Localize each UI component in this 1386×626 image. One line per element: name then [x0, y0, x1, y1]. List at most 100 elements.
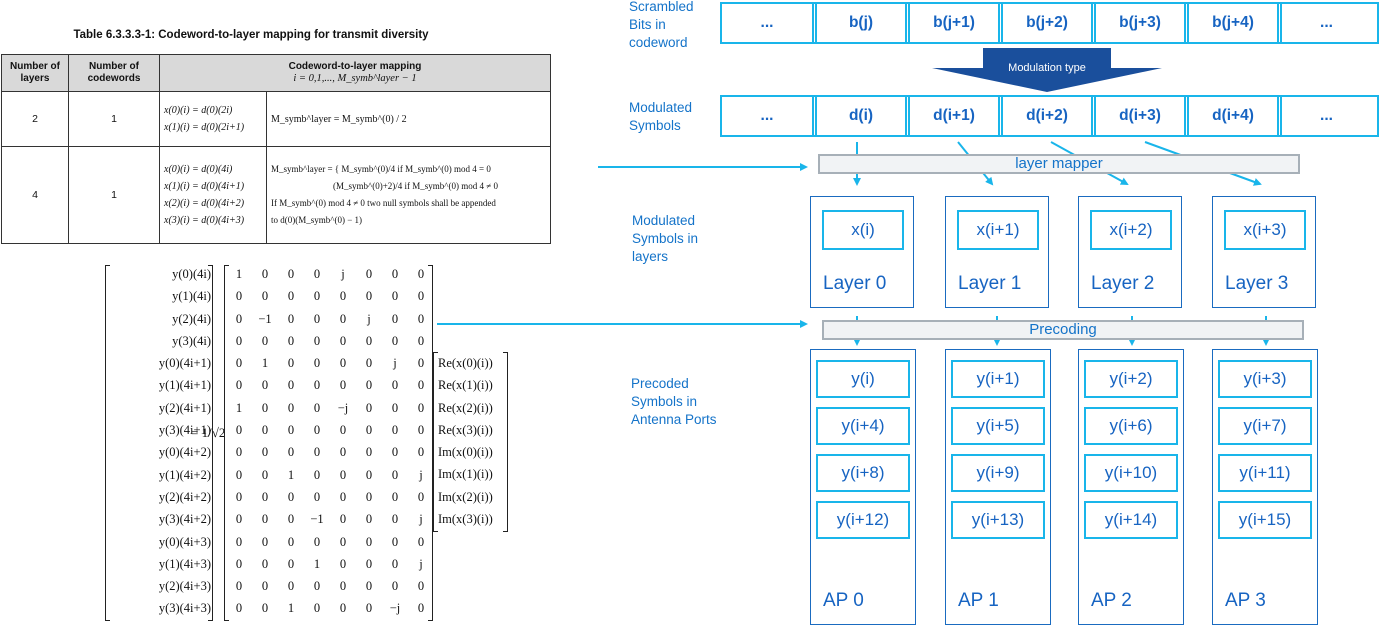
input-vector: Re(x(0)(i))Re(x(1)(i))Re(x(2)(i))Re(x(3)…: [438, 352, 508, 530]
matrix-cell: 0: [313, 467, 321, 482]
matrix-cell: 0: [365, 512, 373, 527]
matrix-cell: 0: [313, 400, 321, 415]
matrix-cell: 0: [339, 311, 347, 326]
output-vector: y(0)(4i)y(1)(4i)y(2)(4i)y(3)(4i)y(0)(4i+…: [105, 263, 211, 620]
matrix-cell: 0: [287, 378, 295, 393]
matrix-cell: 0: [313, 534, 321, 549]
matrix-cell: 0: [235, 289, 243, 304]
matrix-cell: 0: [313, 356, 321, 371]
matrix-cell: 0: [365, 534, 373, 549]
vector-entry: y(2)(4i+2): [158, 489, 211, 504]
label-modulated-symbols: Modulated Symbols: [629, 100, 693, 133]
matrix-cell: 0: [235, 423, 243, 438]
matrix-cell: 0: [417, 267, 425, 281]
vector-entry: y(3)(4i): [172, 333, 211, 348]
bit-cell: b(j+3): [1091, 4, 1184, 42]
layer-symbol: x(i+1): [957, 210, 1039, 250]
layer-name: Layer 2: [1091, 273, 1155, 294]
table-title: Table 6.3.3.3-1: Codeword-to-layer mappi…: [73, 29, 429, 41]
equation: x(0)(i) = d(0)(2i): [164, 105, 233, 116]
port-symbol: y(i+5): [951, 407, 1045, 445]
matrix-cell: 1: [287, 601, 295, 616]
matrix-cell: 1: [235, 400, 243, 415]
matrix-cell: 0: [365, 489, 373, 504]
bit-cell: ...: [760, 14, 774, 31]
symbol-cell: ...: [760, 107, 774, 124]
bit-cell: b(j+4): [1184, 4, 1277, 42]
header-mapping: Codeword-to-layer mapping i = 0,1,..., M…: [159, 54, 551, 92]
matrix-cell: 0: [261, 556, 269, 571]
matrix-cell: 0: [313, 601, 321, 616]
layer-symbol: x(i): [822, 210, 904, 250]
port-symbol: y(i): [816, 360, 910, 398]
label-symbols-in-layers: Modulated Symbols in layers: [632, 213, 699, 264]
vector-entry: Im(x(2)(i)): [438, 489, 493, 504]
matrix-cell: 0: [261, 400, 269, 415]
vector-entry: y(1)(4i+1): [158, 378, 211, 393]
matrix-cell: 0: [391, 579, 399, 594]
matrix-cell: 0: [339, 333, 347, 348]
table-row: 4 1 x(0)(i) = d(0)(4i) x(1)(i) = d(0)(4i…: [1, 146, 551, 244]
matrix-cell: 0: [365, 333, 373, 348]
matrix-cell: 0: [235, 378, 243, 393]
vector-entry: y(0)(4i+1): [158, 356, 211, 371]
matrix-cell: 0: [235, 467, 243, 482]
codeword-layer-table: Number of layers Number of codewords Cod…: [1, 54, 551, 244]
matrix-cell: 0: [261, 467, 269, 482]
port-symbol: y(i+8): [816, 454, 910, 492]
matrix-cell: 0: [365, 423, 373, 438]
equation: M_symb^layer = M_symb^(0) / 2: [271, 113, 407, 125]
equation: x(1)(i) = d(0)(2i+1): [164, 122, 245, 133]
matrix-cell: 0: [391, 534, 399, 549]
layer-symbol: x(i+2): [1090, 210, 1172, 250]
matrix-cell: 0: [235, 579, 243, 594]
matrix-cell: j: [419, 556, 423, 571]
matrix-cell: 0: [417, 289, 425, 304]
matrix-cell: 0: [287, 423, 295, 438]
matrix-cell: 0: [391, 311, 399, 326]
matrix-cell: 0: [261, 512, 269, 527]
matrix-cell: 0: [417, 333, 425, 348]
port-symbol: y(i+7): [1218, 407, 1312, 445]
matrix-cell: 0: [339, 489, 347, 504]
matrix-cell: 1: [235, 267, 243, 281]
port-symbol: y(i+13): [951, 501, 1045, 539]
matrix-cell: 0: [365, 356, 373, 371]
matrix-cell: 0: [417, 445, 425, 460]
bit-cell: b(j+1): [905, 4, 998, 42]
matrix-cell: j: [367, 311, 371, 326]
equation: x(1)(i) = d(0)(4i+1): [164, 181, 245, 192]
port-symbol: y(i+15): [1218, 501, 1312, 539]
port-symbol: y(i+11): [1218, 454, 1312, 492]
matrix-cell: 1: [313, 556, 321, 571]
equation: x(2)(i) = d(0)(4i+2): [164, 198, 245, 209]
matrix-cell: j: [419, 512, 423, 527]
matrix-cell: 0: [313, 579, 321, 594]
equation: to d(0)(M_symb^(0) − 1): [271, 215, 363, 225]
matrix-cell: 0: [235, 333, 243, 348]
layer-box: x(i+2) Layer 2: [1078, 196, 1182, 308]
equation: x(0)(i) = d(0)(4i): [164, 164, 233, 175]
cell-equations: x(0)(i) = d(0)(2i) x(1)(i) = d(0)(2i+1): [159, 91, 267, 147]
matrix-cell: 0: [339, 534, 347, 549]
equation: (M_symb^(0)+2)/4 if M_symb^(0) mod 4 ≠ 0: [333, 181, 498, 191]
matrix-cell: 0: [417, 311, 425, 326]
symbol-cell: d(i+2): [998, 97, 1091, 135]
matrix-cell: 0: [339, 467, 347, 482]
matrix-cell: 0: [365, 467, 373, 482]
matrix-cell: 0: [261, 423, 269, 438]
vector-entry: y(1)(4i): [172, 289, 211, 304]
antenna-port-box: y(i+1)y(i+5)y(i+9)y(i+13)AP 1: [945, 349, 1051, 625]
matrix-cell: 0: [235, 356, 243, 371]
vector-entry: Im(x(0)(i)): [438, 445, 493, 460]
matrix-cell: 0: [261, 378, 269, 393]
vector-entry: y(0)(4i+3): [158, 534, 211, 549]
matrix-cell: 0: [339, 378, 347, 393]
matrix-cell: 0: [287, 489, 295, 504]
